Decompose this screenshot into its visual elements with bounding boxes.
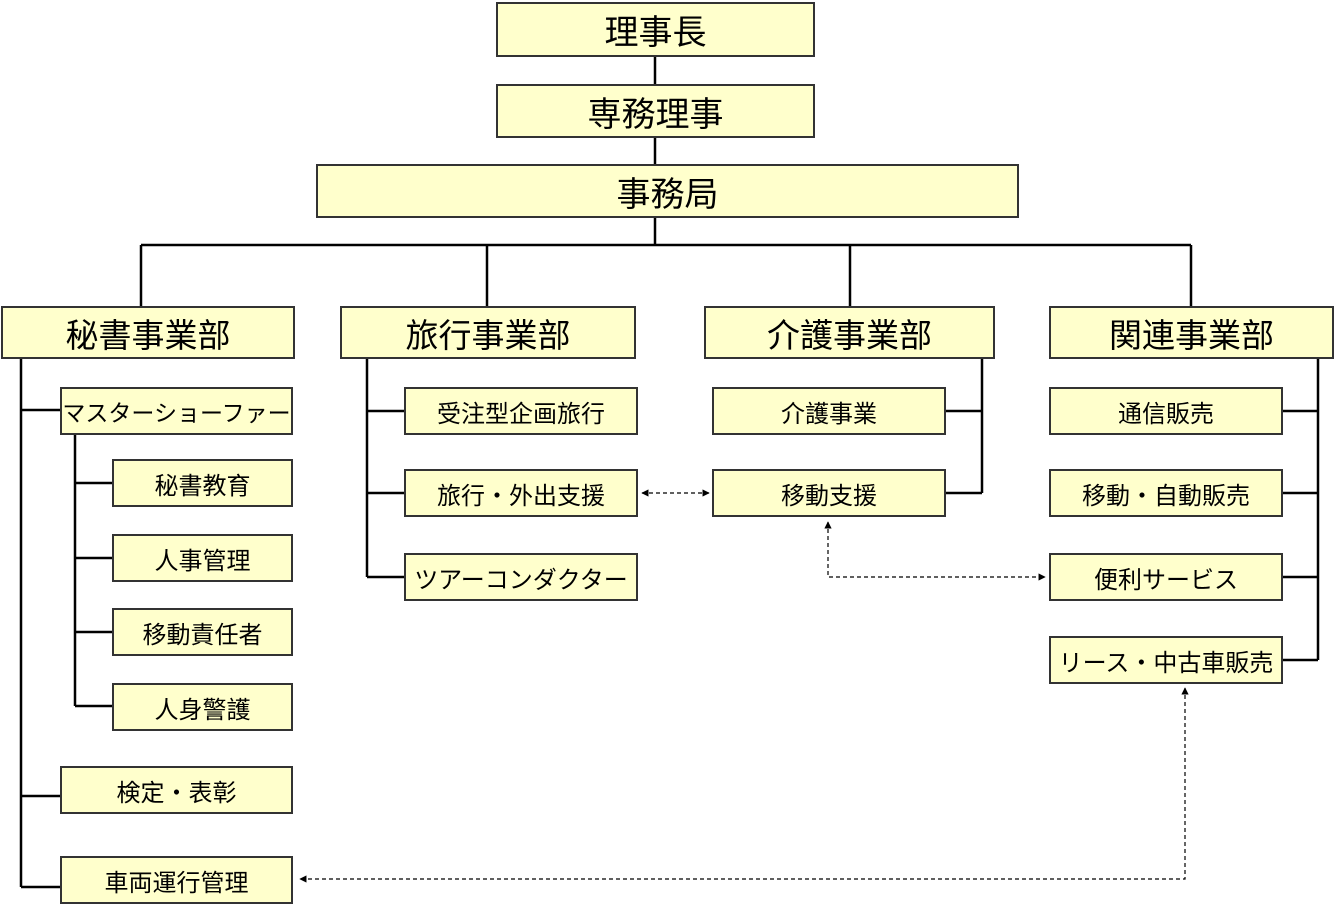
mail-order-label: 通信販売 (1118, 399, 1214, 428)
mail-order-box: 通信販売 (1049, 387, 1283, 435)
lease-used-car-label: リース・中古車販売 (1058, 648, 1274, 677)
personal-protection-label: 人身警護 (154, 695, 251, 724)
dept-care-label: 介護事業部 (767, 315, 932, 355)
vehicle-operation-box: 車両運行管理 (60, 856, 293, 904)
vehicle-operation-label: 車両運行管理 (104, 868, 249, 897)
dashed-links (299, 489, 1189, 883)
convenience-service-label: 便利サービス (1094, 565, 1238, 594)
personal-protection-box: 人身警護 (112, 683, 293, 731)
travel-outing-support-label: 旅行・外出支援 (437, 481, 605, 510)
master-show-fur-label: マスターショーファー (62, 401, 291, 427)
mobility-support-label: 移動支援 (781, 481, 877, 510)
dept-travel-box: 旅行事業部 (340, 306, 636, 359)
lease-used-car-box: リース・中古車販売 (1049, 636, 1283, 684)
dept-travel-label: 旅行事業部 (405, 315, 571, 355)
dept-related-box: 関連事業部 (1049, 306, 1334, 359)
mobile-vending-label: 移動・自動販売 (1082, 481, 1250, 510)
personnel-management-box: 人事管理 (112, 534, 293, 582)
care-business-label: 介護事業 (781, 399, 877, 428)
master-show-fur-box: マスターショーファー (60, 387, 293, 435)
link-mobility-convenience (824, 521, 1046, 581)
mobility-manager-box: 移動責任者 (112, 608, 293, 656)
mobility-support-box: 移動支援 (712, 469, 946, 517)
mobility-manager-label: 移動責任者 (142, 620, 263, 649)
tour-conductor-box: ツアーコンダクター (404, 553, 638, 601)
dept-related-label: 関連事業部 (1109, 315, 1274, 355)
certification-award-box: 検定・表彰 (60, 766, 293, 814)
care-business-box: 介護事業 (712, 387, 946, 435)
custom-tour-label: 受注型企画旅行 (437, 399, 605, 428)
managing-director-label: 専務理事 (587, 94, 724, 135)
secretary-education-label: 秘書教育 (154, 471, 251, 500)
secretary-education-box: 秘書教育 (112, 459, 293, 507)
secretariat-label: 事務局 (616, 174, 719, 215)
travel-outing-support-box: 旅行・外出支援 (404, 469, 638, 517)
custom-tour-box: 受注型企画旅行 (404, 387, 638, 435)
personnel-management-label: 人事管理 (154, 546, 251, 575)
dept-secretary-box: 秘書事業部 (1, 306, 295, 359)
certification-award-label: 検定・表彰 (116, 778, 237, 807)
managing-director-box: 専務理事 (496, 84, 815, 138)
chairman-label: 理事長 (604, 13, 707, 53)
mobile-vending-box: 移動・自動販売 (1049, 469, 1283, 517)
dept-secretary-label: 秘書事業部 (65, 315, 231, 355)
solid-connectors (19, 57, 1320, 889)
secretariat-box: 事務局 (316, 164, 1019, 218)
chairman-box: 理事長 (496, 2, 815, 57)
tour-conductor-label: ツアーコンダクター (414, 565, 628, 594)
convenience-service-box: 便利サービス (1049, 553, 1283, 601)
dept-care-box: 介護事業部 (704, 306, 995, 359)
link-lease-vehicle (299, 687, 1189, 883)
